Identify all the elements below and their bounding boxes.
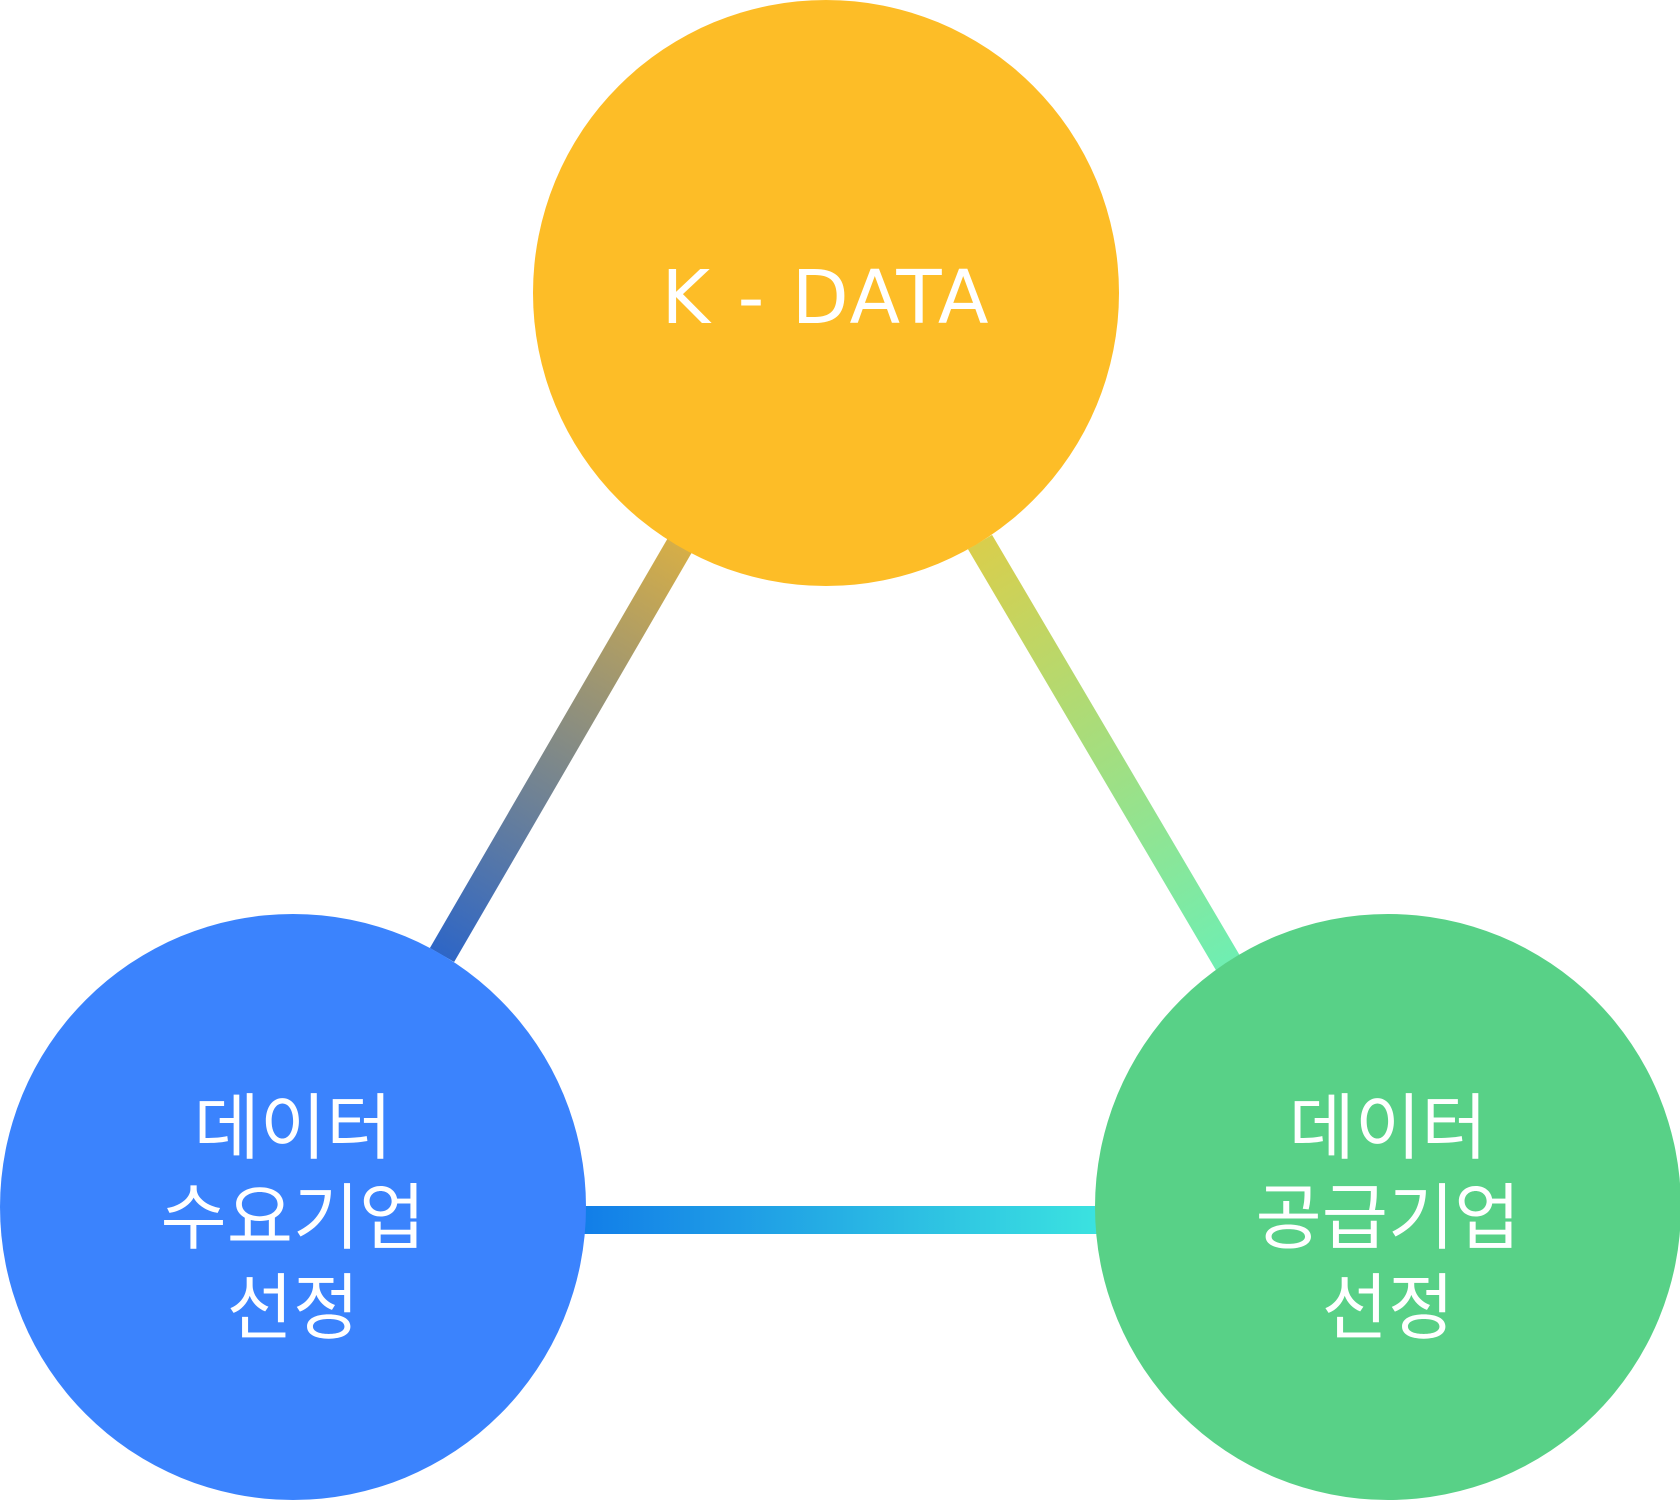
node-supply-company: 데이터 공급기업 선정: [1095, 914, 1680, 1500]
node-k-data-label: K - DATA: [661, 255, 991, 341]
node-demand-company-label: 데이터 수요기업 선정: [160, 1086, 426, 1350]
node-k-data: K - DATA: [533, 0, 1119, 586]
node-supply-company-label: 데이터 공급기업 선정: [1255, 1086, 1521, 1350]
connector-top-right: [967, 534, 1241, 971]
connector-top-left: [429, 537, 693, 963]
node-demand-company: 데이터 수요기업 선정: [0, 914, 586, 1500]
